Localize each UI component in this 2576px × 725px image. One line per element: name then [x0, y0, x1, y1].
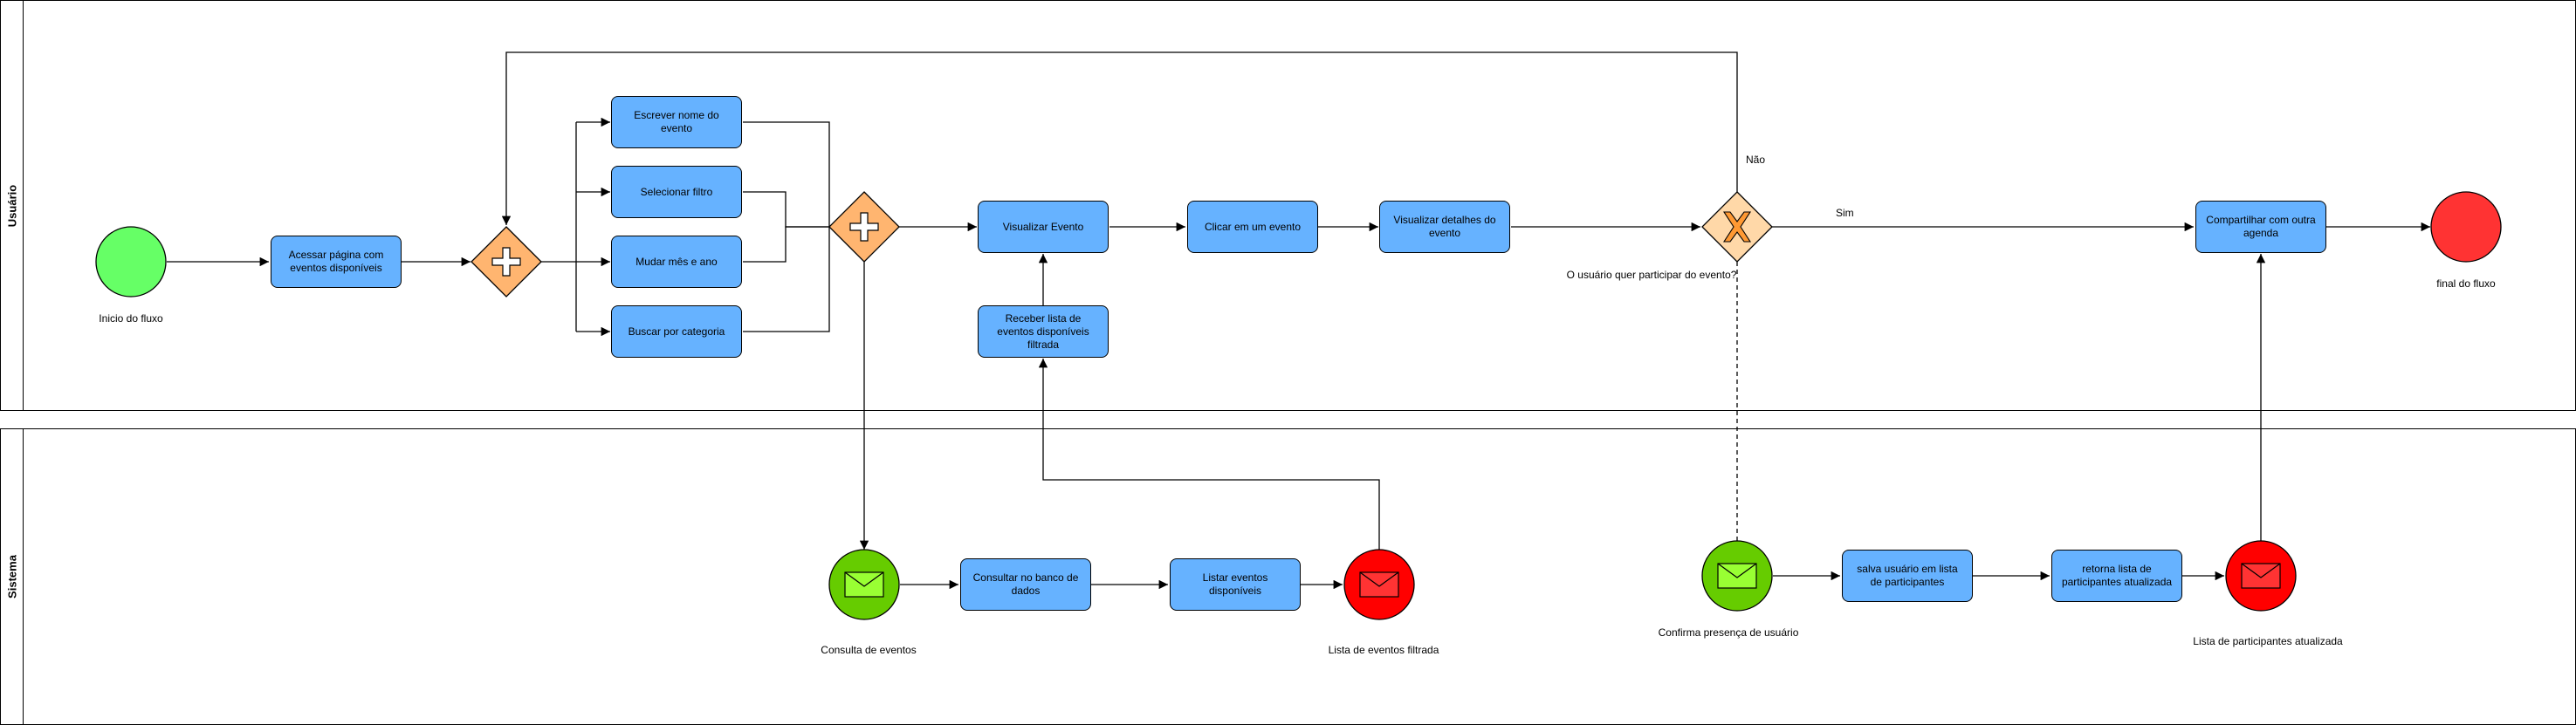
start-event-label: Inicio do fluxo — [99, 312, 163, 325]
parallel-gateway-1 — [471, 226, 542, 298]
flow-xor-no-loop — [501, 51, 1738, 225]
gateway-no-label: Não — [1746, 154, 1766, 166]
flow-filtered-to-receive — [1038, 359, 1380, 550]
exclusive-gateway — [1701, 191, 1773, 263]
gateway-question-label: O usuário quer participar do evento? — [1566, 269, 1737, 281]
task-search-category[interactable]: Buscar por categoria — [611, 305, 742, 358]
start-event — [95, 226, 167, 298]
task-share-agenda[interactable]: Compartilhar com outra agenda — [2195, 201, 2326, 253]
query-events-label: Consulta de eventos — [821, 644, 917, 656]
parallel-gateway-2 — [828, 191, 900, 263]
lane-sistema-header: Sistema — [1, 429, 24, 724]
message-start-confirm-presence — [1701, 540, 1773, 612]
end-event-label: final do fluxo — [2436, 277, 2496, 290]
gateway-yes-label: Sim — [1836, 207, 1854, 219]
filtered-list-label: Lista de eventos filtrada — [1328, 644, 1439, 656]
message-end-participants-updated — [2225, 540, 2297, 612]
plus-icon — [491, 247, 521, 277]
task-query-database[interactable]: Consultar no banco de dados — [960, 558, 1091, 611]
x-icon — [1722, 211, 1752, 243]
end-event — [2430, 191, 2502, 263]
lane-usuario-header: Usuário — [1, 1, 24, 410]
task-receive-filtered-list[interactable]: Receber lista de eventos disponíveis fil… — [978, 305, 1109, 358]
task-access-page[interactable]: Acessar página com eventos disponíveis — [271, 236, 402, 288]
participants-updated-label: Lista de participantes atualizada — [2193, 635, 2343, 647]
confirm-presence-label: Confirma presença de usuário — [1658, 626, 1799, 639]
task-write-event-name[interactable]: Escrever nome do evento — [611, 96, 742, 148]
task-return-participants[interactable]: retorna lista de participantes atualizad… — [2051, 550, 2182, 602]
task-click-event[interactable]: Clicar em um evento — [1187, 201, 1318, 253]
task-select-filter[interactable]: Selecionar filtro — [611, 166, 742, 218]
task-change-month-year[interactable]: Mudar mês e ano — [611, 236, 742, 288]
task-view-event-details[interactable]: Visualizar detalhes do evento — [1379, 201, 1510, 253]
task-view-event[interactable]: Visualizar Evento — [978, 201, 1109, 253]
task-list-events[interactable]: Listar eventos disponíveis — [1170, 558, 1301, 611]
plus-icon — [849, 212, 879, 242]
message-end-filtered-list — [1343, 549, 1415, 620]
task-save-user[interactable]: salva usuário em lista de participantes — [1842, 550, 1973, 602]
message-start-query-events — [828, 549, 900, 620]
